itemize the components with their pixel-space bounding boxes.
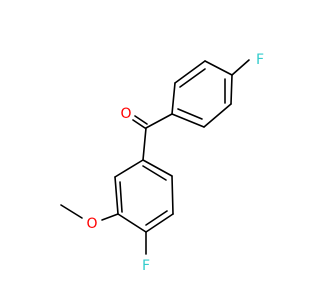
fluorine-bottom-label: F bbox=[142, 258, 150, 274]
bond-carbonyl-2 bbox=[134, 115, 148, 125]
bond-upper-ring-2 bbox=[174, 60, 206, 84]
bond-carbonyl-1 bbox=[132, 119, 146, 129]
bond-lower-ring-5-inner bbox=[119, 181, 123, 213]
bond-fluorine-top bbox=[231, 59, 250, 76]
bond-methoxy-o-to-ring bbox=[101, 213, 119, 221]
methoxy-oxygen-label: O bbox=[86, 216, 97, 232]
bond-lower-ring-1-inner bbox=[142, 165, 167, 181]
upper-ring bbox=[171, 60, 233, 128]
bond-upper-ring-6 bbox=[171, 113, 205, 128]
bond-upper-ring-1 bbox=[171, 82, 176, 115]
bond-lower-ring-1 bbox=[142, 159, 173, 177]
molecule-structure-diagram: O F O F bbox=[60, 52, 264, 274]
bond-lower-ring-5 bbox=[114, 176, 119, 215]
lower-ring bbox=[114, 159, 174, 233]
bond-upper-ring-5 bbox=[203, 103, 232, 128]
bond-upper-ring-4 bbox=[230, 74, 233, 105]
bond-methoxy-o-to-methyl bbox=[60, 204, 83, 219]
bond-lower-ring-2 bbox=[171, 175, 174, 215]
bond-upper-ring-3 bbox=[204, 60, 233, 76]
bond-ketone-to-lower-ring bbox=[142, 127, 147, 161]
fluorine-top-label: F bbox=[256, 52, 264, 68]
bond-ketone-to-upper-ring bbox=[145, 113, 173, 129]
bond-lower-ring-6 bbox=[114, 159, 144, 178]
bond-upper-ring-2-inner bbox=[179, 68, 206, 88]
bond-lower-ring-4 bbox=[117, 213, 147, 233]
carbonyl-oxygen-label: O bbox=[120, 106, 131, 122]
bond-upper-ring-6-inner bbox=[177, 108, 203, 120]
bond-lower-ring-3 bbox=[145, 213, 174, 233]
bond-lower-ring-3-inner bbox=[145, 210, 168, 226]
